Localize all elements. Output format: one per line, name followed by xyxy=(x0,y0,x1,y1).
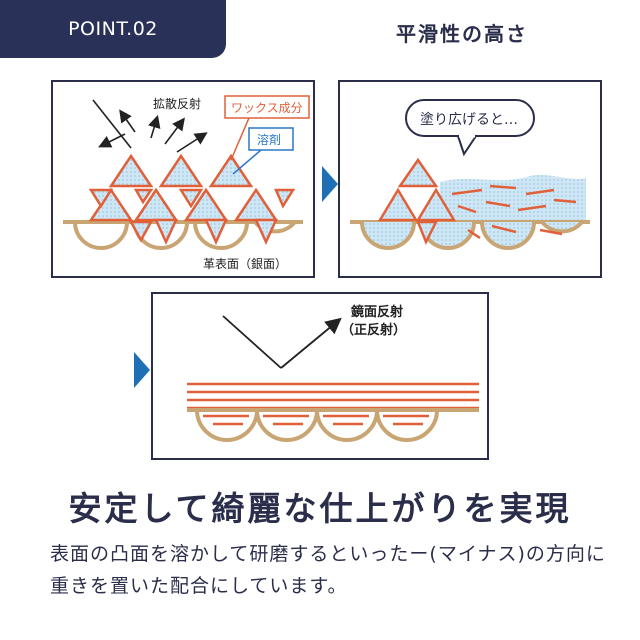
incident-ray xyxy=(92,99,132,149)
point-badge: POINT.02 xyxy=(0,0,226,58)
solvent-callout-box xyxy=(248,127,294,151)
melted-wax-strokes xyxy=(451,184,577,240)
diffuse-label: 拡散反射 xyxy=(153,96,201,111)
leather-bumps xyxy=(73,220,297,250)
description-text: 表面の凸面を溶かして研磨するといったー(マイナス)の方向に重きを置いた配合にして… xyxy=(50,543,606,597)
wax-callout-box xyxy=(224,95,310,119)
solvent-label: 溶剤 xyxy=(257,132,281,147)
mirror-reflection-rays xyxy=(222,315,342,369)
spread-diagram: 塗り広げると… xyxy=(350,99,590,250)
bubble-text: 塗り広げると… xyxy=(420,111,518,128)
step-arrow-icon xyxy=(322,166,338,202)
diffuse-diagram: 拡散反射 ワックス成分 溶剤 革表面（銀面） xyxy=(63,95,310,271)
diagram-panel-spread: 塗り広げると… xyxy=(338,80,602,278)
diffuse-arrows xyxy=(92,99,208,153)
mirror-diagram: 鏡面反射 （正反射） xyxy=(187,304,479,442)
diagram-panel-diffuse: 拡散反射 ワックス成分 溶剤 革表面（銀面） xyxy=(51,80,315,278)
wax-label: ワックス成分 xyxy=(231,101,303,115)
mirror-label: 鏡面反射 xyxy=(351,304,403,320)
step-arrow-icon xyxy=(134,352,150,388)
regular-label: （正反射） xyxy=(341,322,406,338)
surface-label: 革表面（銀面） xyxy=(203,257,287,271)
leather-bumps xyxy=(195,409,439,442)
wax-particles-remaining xyxy=(377,157,457,246)
section-heading: 平滑性の高さ xyxy=(396,21,528,46)
wax-particles xyxy=(88,153,296,246)
main-title: 安定して綺麗な仕上がりを実現 xyxy=(68,489,572,528)
diagram-panel-mirror: 鏡面反射 （正反射） xyxy=(151,292,489,460)
solvent-layer xyxy=(440,175,586,222)
point-badge-label: POINT.02 xyxy=(68,18,158,40)
